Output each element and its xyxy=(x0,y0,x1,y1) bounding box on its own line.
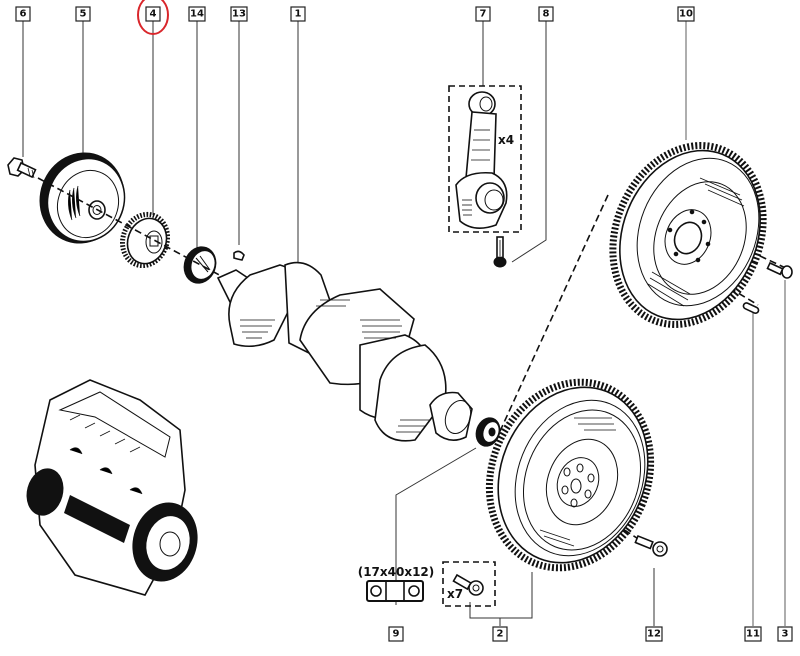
callout-7[interactable]: 7 xyxy=(475,6,491,22)
flywheel-axis-line xyxy=(495,194,609,441)
svg-text:11: 11 xyxy=(746,629,760,640)
pulley-bolt-part[interactable] xyxy=(7,157,37,179)
callout-6[interactable]: 6 xyxy=(15,6,31,22)
callout-13[interactable]: 13 xyxy=(230,6,248,22)
svg-text:12: 12 xyxy=(647,629,661,640)
dowel-pin-part[interactable] xyxy=(742,302,760,315)
svg-text:4: 4 xyxy=(150,9,157,20)
callout-3[interactable]: 3 xyxy=(777,626,793,642)
crankshaft-part[interactable] xyxy=(216,261,475,442)
callouts-bottom: 9 2 12 11 3 xyxy=(388,626,793,642)
flywheel-bolt-part[interactable] xyxy=(766,261,793,279)
callouts-top: 6 5 4 14 13 1 7 8 xyxy=(15,6,695,22)
flywheel-part[interactable] xyxy=(587,123,789,348)
svg-text:6: 6 xyxy=(20,9,27,20)
svg-text:7: 7 xyxy=(480,9,487,20)
svg-text:2: 2 xyxy=(497,629,504,640)
callout-5[interactable]: 5 xyxy=(75,6,91,22)
leader-lines xyxy=(22,21,786,626)
bolt-set-dashed-box xyxy=(442,561,496,607)
conrod-quantity: x4 xyxy=(498,133,514,147)
conrod-dashed-box xyxy=(448,85,522,233)
bearing-size-label: (17x40x12) xyxy=(358,565,435,579)
callout-10[interactable]: 10 xyxy=(677,6,695,22)
bolt-quantity: x7 xyxy=(447,587,463,601)
svg-text:5: 5 xyxy=(80,9,87,20)
bolt-set-group[interactable]: x7 xyxy=(442,561,496,607)
callout-12[interactable]: 12 xyxy=(645,626,663,642)
svg-text:10: 10 xyxy=(679,9,693,20)
callout-8[interactable]: 8 xyxy=(538,6,554,22)
callout-2[interactable]: 2 xyxy=(492,626,508,642)
svg-text:8: 8 xyxy=(543,9,550,20)
svg-text:1: 1 xyxy=(295,9,302,20)
svg-text:9: 9 xyxy=(393,629,400,640)
engine-thumbnail xyxy=(26,379,198,596)
callout-1[interactable]: 1 xyxy=(290,6,306,22)
oil-seal-part[interactable] xyxy=(178,242,221,289)
callout-14[interactable]: 14 xyxy=(188,6,206,22)
callout-9[interactable]: 9 xyxy=(388,626,404,642)
woodruff-key-part[interactable] xyxy=(233,250,245,261)
dowel-axis-line xyxy=(719,281,759,306)
conrod-bolt-part[interactable] xyxy=(493,236,507,268)
callout-11[interactable]: 11 xyxy=(744,626,762,642)
svg-text:13: 13 xyxy=(232,9,246,20)
highlight-circle xyxy=(137,0,169,35)
callout-4[interactable]: 4 xyxy=(145,6,161,22)
bearing-size-annotation: (17x40x12) xyxy=(358,565,435,602)
svg-text:3: 3 xyxy=(782,629,789,640)
assembly-axis-line xyxy=(37,177,226,279)
crankshaft-pulley-part[interactable] xyxy=(27,140,137,255)
dual-mass-flywheel-part[interactable] xyxy=(462,358,678,593)
connecting-rod-group[interactable]: x4 xyxy=(448,85,522,233)
timing-gear-part[interactable] xyxy=(115,208,174,272)
pilot-bearing-part[interactable] xyxy=(472,414,505,450)
svg-text:14: 14 xyxy=(190,9,204,20)
dual-mass-bolt-part[interactable] xyxy=(634,534,668,557)
